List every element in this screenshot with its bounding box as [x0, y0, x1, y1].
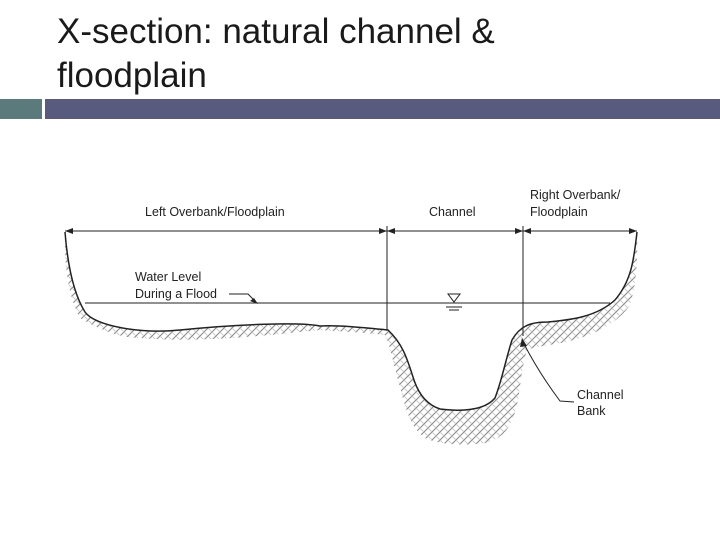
slide-title: X-section: natural channel & floodplain: [57, 10, 697, 98]
soil-section: [64, 232, 638, 445]
dimension-arrowheads: [65, 228, 637, 234]
channel-bank-leader-arrowhead: [520, 338, 527, 347]
right-overbank-label-line-2: Floodplain: [530, 205, 588, 219]
water-level-label-line-1: Water Level: [135, 270, 201, 284]
water-surface-symbol: [446, 293, 462, 311]
channel-bank-label-line-1: Channel: [577, 388, 624, 402]
left-overbank-label: Left Overbank/Floodplain: [145, 205, 285, 219]
title-underline-bar: [45, 99, 720, 119]
channel-bank-leader: [523, 343, 575, 403]
title-line-1: X-section: natural channel &: [57, 12, 495, 51]
water-level-label-line-2: During a Flood: [135, 287, 217, 301]
water-level-leader-arrowhead: [250, 298, 258, 304]
channel-label: Channel: [429, 205, 476, 219]
title-line-2: floodplain: [57, 56, 207, 95]
title-accent-square: [0, 99, 42, 119]
ground-surface-line: [64, 231, 638, 411]
channel-bank-label-line-2: Bank: [577, 404, 606, 418]
right-overbank-label-line-1: Right Overbank/: [530, 188, 621, 202]
